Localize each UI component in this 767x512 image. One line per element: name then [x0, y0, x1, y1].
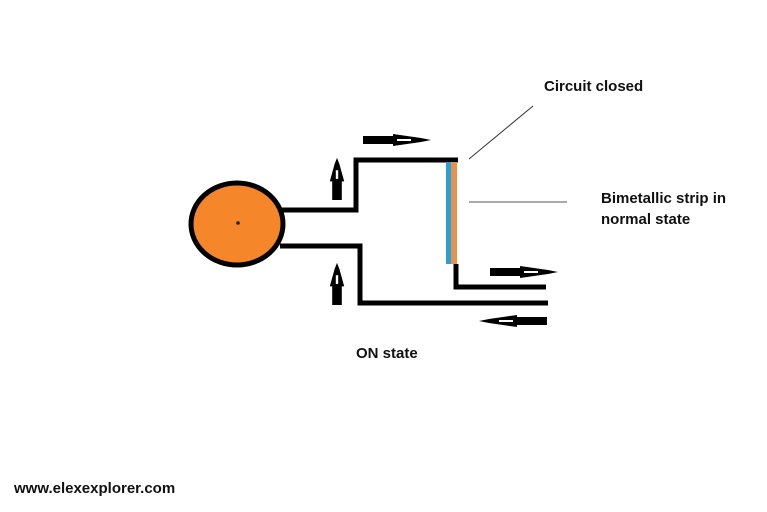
arrow-up-top-icon: [329, 157, 345, 200]
arrow-right-top-icon: [363, 134, 431, 146]
lamp-center-dot: [236, 221, 240, 225]
bottom-wire: [280, 243, 548, 306]
top-wire: [282, 157, 458, 213]
label-on-state: ON state: [356, 345, 418, 362]
arrow-right-contact-icon: [490, 266, 558, 278]
arrow-left-bottom-icon: [479, 315, 547, 327]
label-bimetallic-line2: normal state: [601, 211, 691, 228]
bimetallic-strip-blue: [446, 162, 451, 264]
website-watermark: www.elexexplorer.com: [14, 480, 176, 497]
label-bimetallic-line1: Bimetallic strip in: [601, 190, 727, 207]
contact-wire: [453, 264, 546, 290]
arrow-up-bottom-icon: [329, 262, 345, 305]
label-circuit-closed: Circuit closed: [544, 78, 644, 95]
bimetallic-strip-orange: [451, 162, 457, 264]
leader-line-circuit-closed: [468, 105, 534, 160]
